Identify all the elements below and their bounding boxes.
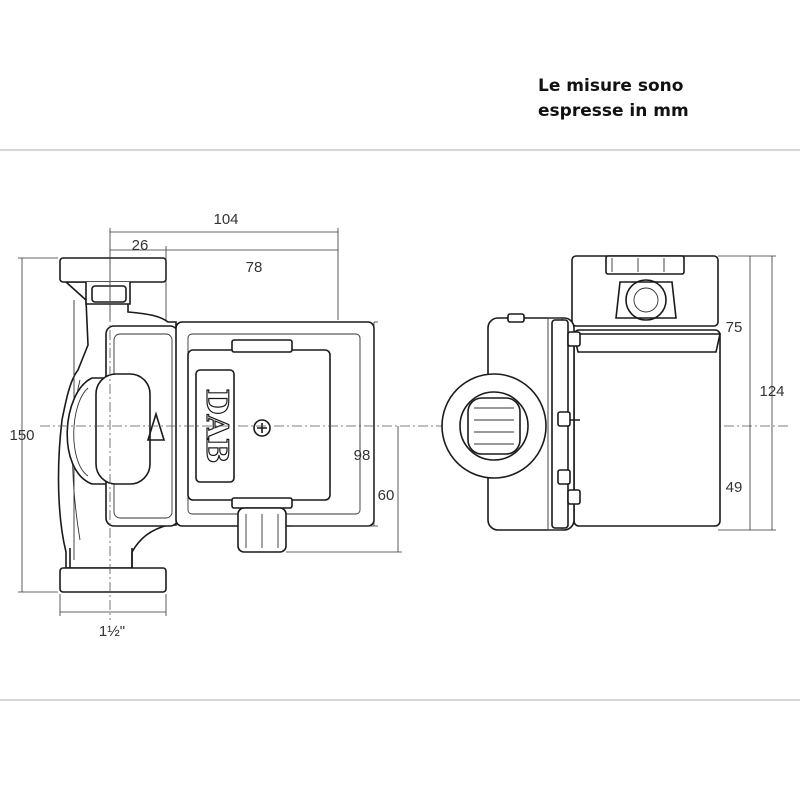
dim-flange-offset: 26 [132, 237, 149, 254]
side-cable-gland-nut [615, 281, 677, 319]
units-note-line-2: espresse in mm [538, 101, 689, 121]
top-flange [59, 257, 167, 283]
terminal-box-bracket [231, 339, 293, 353]
bottom-flange [59, 567, 167, 593]
front-dimensions: 104 26 78 150 1½" 98 60 [9, 211, 402, 640]
units-note-line-1: Le misure sono [538, 76, 684, 96]
dim-upper-height: 75 [726, 319, 743, 336]
top-flange-nut [91, 285, 127, 303]
units-note: Le misure sono espresse in mm [538, 74, 689, 124]
dim-total-depth: 104 [213, 211, 238, 228]
cable-gland-lines [245, 514, 279, 548]
side-bolt-foot [567, 489, 581, 505]
dim-thread: 1½" [99, 623, 125, 640]
dim-lower-height: 49 [726, 479, 743, 496]
side-bolt-mid [557, 411, 571, 427]
side-cable-gland-inner [633, 287, 659, 313]
side-cable-gland [625, 279, 667, 321]
side-bolt-top [567, 331, 581, 347]
flow-arrow-icon [146, 411, 166, 441]
volute-bulge-inner [73, 387, 89, 477]
side-motor-body [573, 329, 721, 527]
side-terminal-box-bracket [605, 255, 685, 275]
side-motor-top-bevel [573, 333, 721, 353]
impeller-cover [95, 373, 151, 485]
side-top-tab [507, 313, 525, 323]
dim-height-top: 98 [354, 447, 371, 464]
screw-slot [257, 423, 267, 433]
front-view: DAB [57, 257, 375, 593]
side-view [441, 255, 721, 531]
dim-total-height: 124 [759, 383, 784, 400]
terminal-box-bracket-bottom [231, 497, 293, 509]
dim-port-to-port: 150 [9, 427, 34, 444]
dim-height-bottom: 60 [378, 487, 395, 504]
side-bolt-bottom [557, 469, 571, 485]
side-port-grip-lines [474, 407, 514, 445]
dim-motor-length: 78 [246, 259, 263, 276]
side-dimensions: 124 75 49 [718, 255, 785, 531]
side-terminal-ribs [611, 258, 665, 272]
bottom-flange-neck [69, 548, 133, 568]
side-port-grip [467, 397, 521, 455]
